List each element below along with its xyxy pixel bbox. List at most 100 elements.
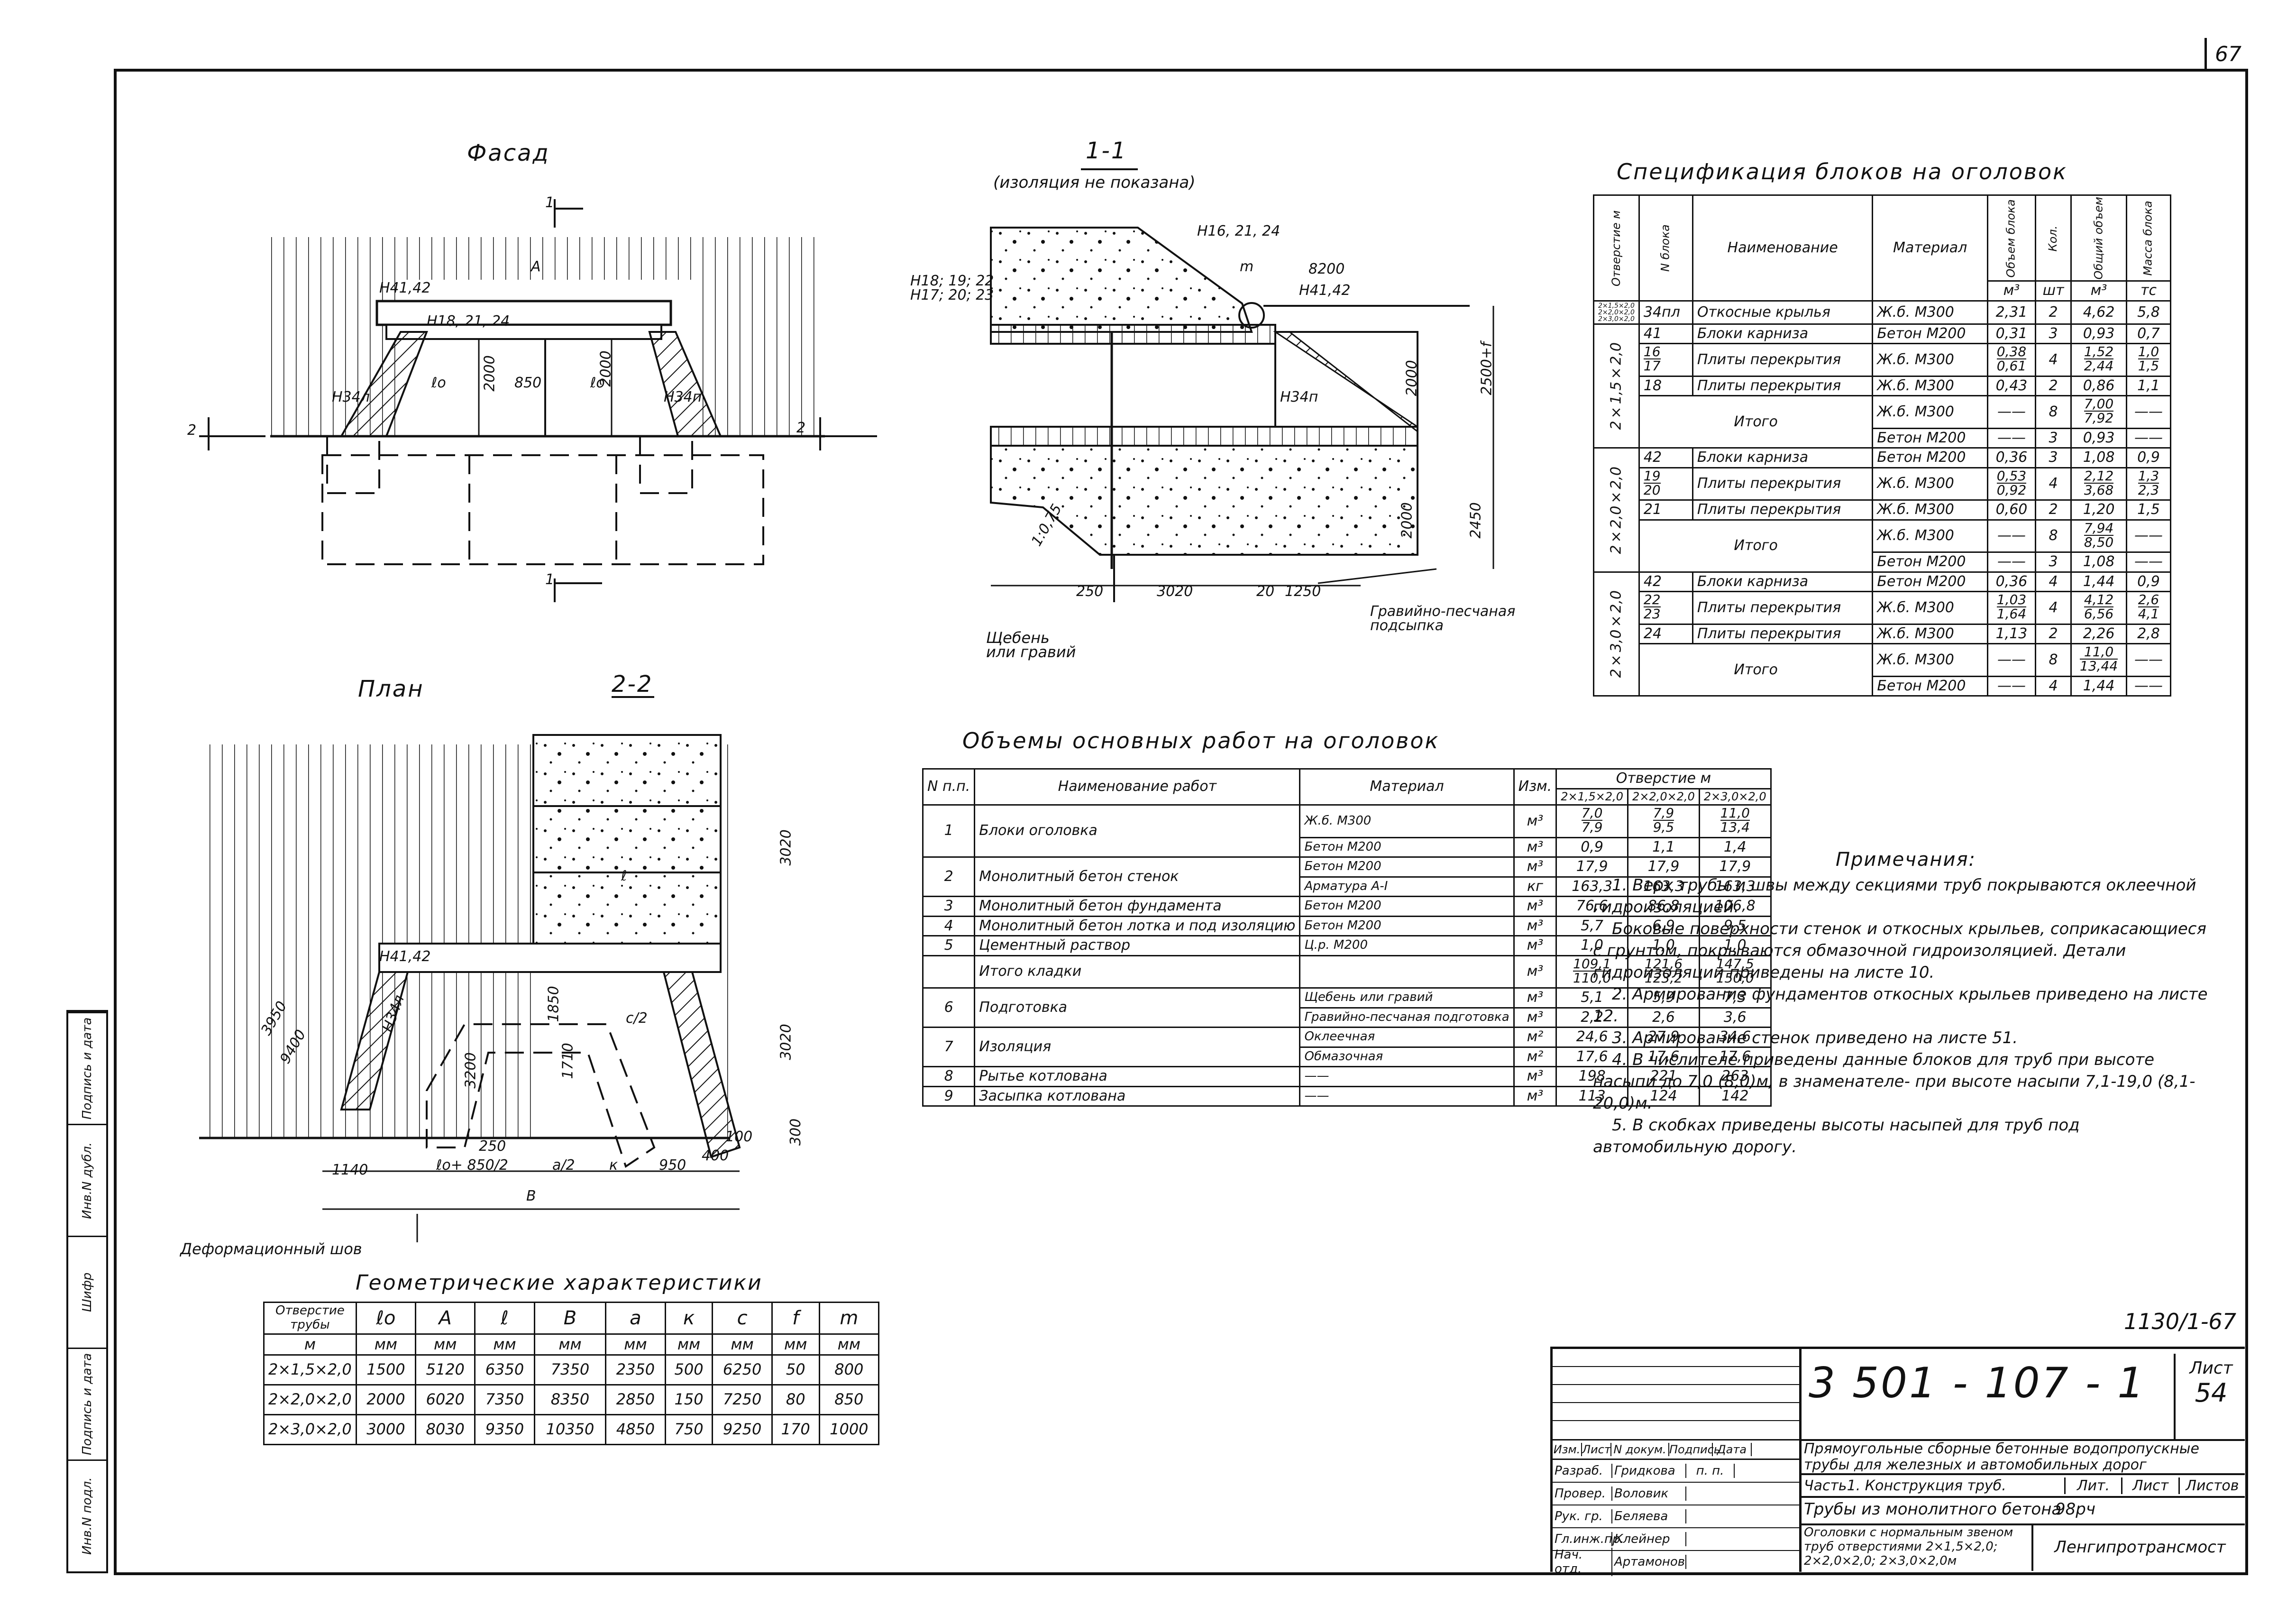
row-name: Изоляция [974,1027,1301,1068]
drawing-label: ℓo+ 850/2 [436,1157,508,1174]
col-header: c [712,1302,773,1335]
row-mass: —— [2125,427,2172,449]
signature-cell: Разраб. [1553,1464,1612,1478]
row-name: Итого кладки [974,954,1301,989]
row-value: 5,1 [1555,987,1629,1009]
drawing-desc: Оголовки с нормальным звеном труб отверс… [1804,1525,2013,1568]
cell-value: 7350 [474,1384,535,1415]
row-qty: 4 [2034,343,2072,377]
row-value: 7,3 [1698,987,1772,1009]
signature-cell: Гридкова [1612,1464,1686,1478]
cell-value: 3000 [355,1413,417,1445]
col-header: к [664,1302,713,1335]
col-header-size: 2×1,5×2,0 [1555,788,1629,806]
row-value: 124 [1627,1085,1700,1107]
row-value: 6,9 [1627,915,1700,937]
signature-cell: Гл.инж.пр. [1553,1532,1624,1546]
row-value: 34,6 [1698,1027,1772,1048]
row-num: 7 [922,1027,976,1068]
row-value: 2,6 [1627,1007,1700,1028]
drawing-label: 850 [514,375,542,391]
row-num: 9 [922,1085,976,1107]
row-material: Бетон М200 [1299,856,1515,878]
row-name: Блоки карнизa [1692,571,1874,593]
col-header: a [605,1302,666,1335]
drawing-label: Н34п [664,389,702,405]
row-mass: 1,5 [2125,499,2172,521]
plan-title: План [358,676,424,702]
row-vol: —— [1986,427,2036,449]
row-total: 1,08 [2070,551,2127,573]
row-value: 1,0 [1627,935,1700,956]
list-label: Лист [2121,1477,2178,1494]
row-name: Монолитный бетон лотка и под изоляцию [974,915,1301,937]
row-unit: м³ [1513,804,1557,838]
drawing-label: 2000 [481,355,498,392]
cell-value: 7250 [712,1384,773,1415]
drawing-label: 3200 [462,1052,479,1089]
row-material: Ц.р. М200 [1299,935,1515,956]
row-name: Плиты перекрытия [1692,499,1874,521]
lit-label: Лит. [2064,1477,2122,1494]
note-item: 5. В скобках приведены высоты насыпей дл… [1593,1116,2080,1156]
row-vol: —— [1986,395,2036,429]
row-value: 142 [1698,1085,1772,1107]
row-qty: 4 [2034,467,2072,501]
row-num: 8 [922,1066,976,1087]
row-name: Монолитный бетон фундамента [974,896,1301,917]
drawing-label: Н17; 20; 23 [910,287,994,303]
row-material: Щебень или гравий [1299,987,1515,1009]
cell-value: 4850 [605,1413,666,1445]
cell-value: 2×1,5×2,0 [263,1354,357,1385]
drawing-label: 3020 [1157,583,1193,600]
note-item: 4. В числителе приведены данные блоков д… [1593,1050,2195,1113]
org-name: Ленгипротрансмост [2031,1523,2247,1571]
sheet-box: Лист 54 [2174,1354,2247,1439]
drawing-code: 98рч [2055,1500,2095,1519]
row-material: Ж.б. М300 [1872,467,1988,501]
cell-value: 2350 [605,1354,666,1385]
row-unit: м² [1513,1027,1557,1048]
col-unit: мм [664,1333,713,1356]
row-value: 24,6 [1555,1027,1629,1048]
drawing-label: 400 [702,1147,729,1164]
drawing-label: B [526,1188,536,1204]
row-qty: 3 [2034,427,2072,449]
drawing-label: Гравийно-песчаная подсыпка [1370,603,1516,634]
row-vol: 0,36 [1986,447,2036,468]
drawing-label: 300 [787,1118,805,1146]
row-qty: 4 [2034,591,2072,625]
row-unit: м³ [1513,987,1557,1009]
cell-value: 2850 [605,1384,666,1415]
row-value: 106,8 [1698,896,1772,917]
row-opening: 2×1,5×2,0 [1593,324,1639,448]
cell-value: 8350 [533,1384,607,1415]
row-value: 5,9 [1627,987,1700,1009]
row-material: Бетон М200 [1872,447,1988,468]
row-num: 3 [922,896,976,917]
col-header: ℓo [355,1302,417,1335]
col-header-num: N п.п. [922,768,976,806]
row-value: 86,8 [1627,896,1700,917]
cell-value: 2000 [355,1384,417,1415]
total-label: Итого [1638,519,1874,573]
col-header-unit: м³ [2070,280,2127,302]
